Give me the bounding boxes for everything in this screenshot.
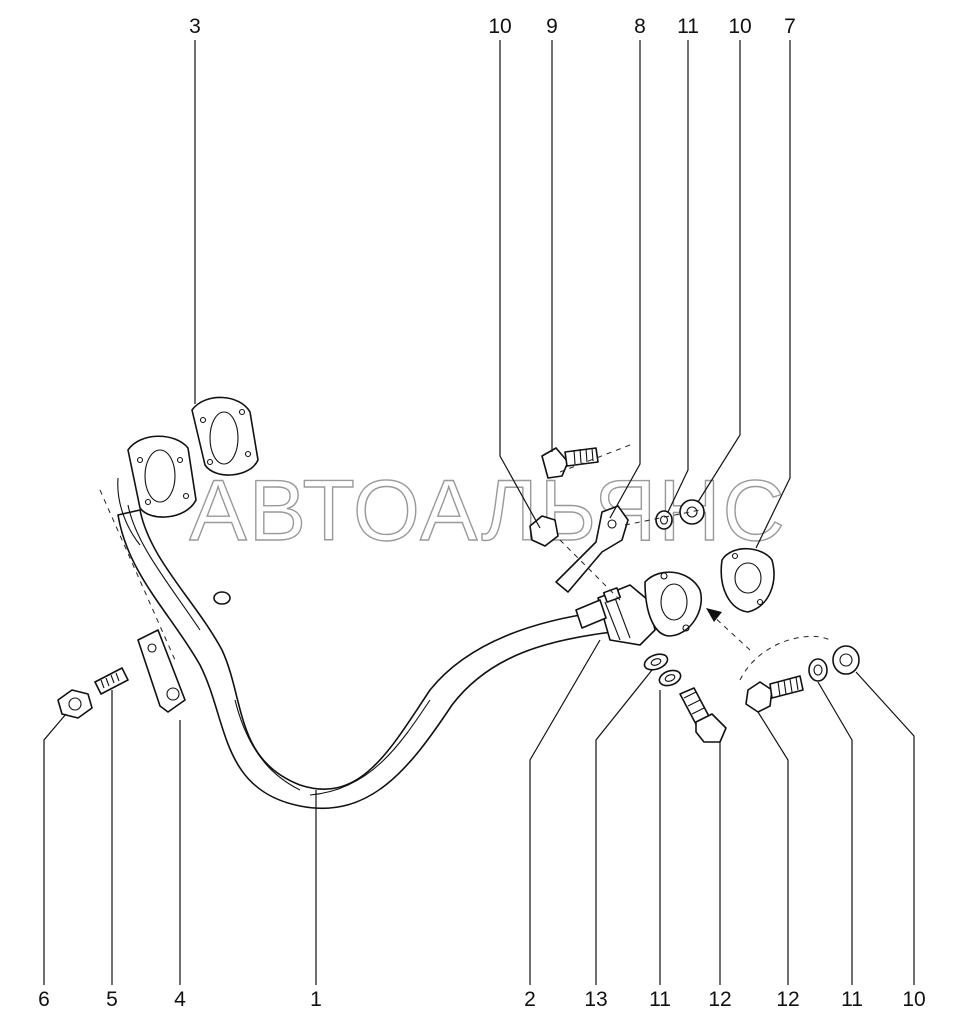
alignment-line-right xyxy=(624,509,701,526)
washer-part-11-right xyxy=(808,658,828,682)
callout-10-bottom: 10 xyxy=(902,988,925,1011)
callout-11-bottom-right: 11 xyxy=(841,988,863,1011)
alignment-line-left xyxy=(99,489,176,661)
washer-part-11-lower xyxy=(658,669,682,687)
alignment-line-bracket xyxy=(559,539,621,601)
assembly-arrow-line xyxy=(711,614,751,651)
bolt-part-12-horizontal xyxy=(745,675,804,713)
assembly-arc xyxy=(739,635,831,681)
callout-11-bottom-left: 11 xyxy=(649,988,671,1011)
callout-12-bottom-left: 12 xyxy=(708,988,731,1011)
gasket-part-7 xyxy=(720,548,775,613)
bolt-part-9 xyxy=(541,447,599,479)
callouts-bottom: 6 5 4 1 2 13 11 12 12 11 10 xyxy=(38,988,926,1011)
callout-10-top-right: 10 xyxy=(728,15,751,38)
washer-part-13 xyxy=(643,653,669,671)
nut-part-6 xyxy=(57,689,93,719)
callout-1: 1 xyxy=(310,988,322,1011)
callout-8: 8 xyxy=(634,15,646,38)
washer-part-11-upper xyxy=(655,510,673,530)
callouts-top: 3 10 9 8 11 10 7 xyxy=(189,15,796,38)
outlet-flange xyxy=(644,571,703,637)
callout-10-top-left: 10 xyxy=(488,15,511,38)
callout-13: 13 xyxy=(584,988,607,1011)
callout-12-bottom-right: 12 xyxy=(776,988,799,1011)
callout-11-top: 11 xyxy=(677,15,699,38)
gasket-part-3 xyxy=(191,396,259,476)
callout-7: 7 xyxy=(784,15,796,38)
assembly-arrowhead xyxy=(706,608,722,622)
bracket-part-4 xyxy=(137,629,186,713)
bracket-part-8 xyxy=(555,505,629,593)
nut-part-10-upper-right xyxy=(679,499,705,525)
bolt-part-12-vertical xyxy=(679,687,727,743)
leader-lines xyxy=(43,40,915,985)
callout-6: 6 xyxy=(38,988,50,1011)
inlet-flange xyxy=(117,435,197,546)
nut-part-10-right xyxy=(832,645,860,675)
callout-9: 9 xyxy=(546,15,558,38)
alignment-line-top xyxy=(559,444,631,473)
callout-5: 5 xyxy=(106,988,118,1011)
stud-part-5 xyxy=(94,667,129,695)
callout-4: 4 xyxy=(174,988,186,1011)
callout-2: 2 xyxy=(524,988,536,1011)
outlet-clamp-part-2 xyxy=(575,584,656,646)
callout-3: 3 xyxy=(189,15,201,38)
